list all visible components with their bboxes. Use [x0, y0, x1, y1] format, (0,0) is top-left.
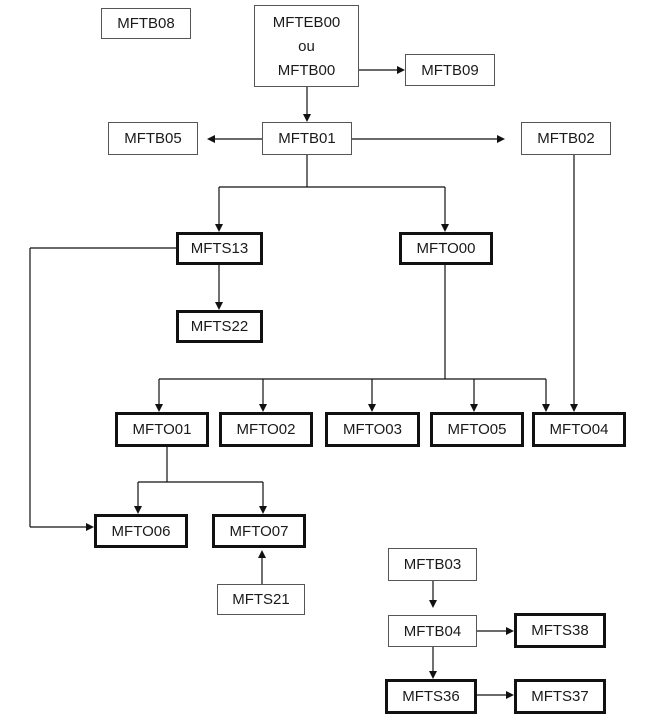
node-mfts22: MFTS22 [176, 310, 263, 343]
node-mfto02: MFTO02 [219, 412, 313, 447]
node-mfts21: MFTS21 [217, 584, 305, 615]
edge-mfteb00-mftb01 [303, 87, 311, 122]
node-mftb01: MFTB01 [262, 122, 352, 155]
edge-mfto01-branch [134, 447, 267, 514]
node-mfto03: MFTO03 [325, 412, 420, 447]
edge-mftb01-mftb05 [207, 135, 262, 143]
edge-mftb04-mfts36 [429, 647, 437, 679]
node-mfteb00-line1: MFTEB00 [272, 13, 341, 31]
node-mfts13: MFTS13 [176, 232, 263, 265]
node-mfto07: MFTO07 [212, 514, 306, 548]
node-mftb03: MFTB03 [388, 548, 477, 581]
edge-mfts13-mfts22 [215, 265, 223, 310]
edge-mfto00-branch [155, 265, 550, 412]
node-mfteb00-line3: MFTB00 [277, 61, 336, 79]
edge-mftb02-mfto04 [570, 155, 578, 412]
edge-mfteb00-mftb09 [359, 66, 405, 74]
edge-mftb01-mftb02 [352, 135, 505, 143]
edge-mfts21-mfto07 [258, 550, 266, 584]
edge-mfts36-mfts37 [477, 691, 514, 699]
node-mfto01: MFTO01 [115, 412, 209, 447]
node-mfto04: MFTO04 [532, 412, 626, 447]
edge-mftb01-branch [215, 155, 449, 232]
node-mfteb00: MFTEB00 ou MFTB00 [254, 5, 359, 87]
node-mftb02: MFTB02 [521, 122, 611, 155]
node-mfto05: MFTO05 [430, 412, 524, 447]
node-mfts37: MFTS37 [514, 679, 606, 714]
edge-mfts13-mfto06 [29, 247, 176, 531]
node-mftb05: MFTB05 [108, 122, 198, 155]
node-mfto06: MFTO06 [94, 514, 188, 548]
node-mfteb00-line2: ou [298, 37, 315, 55]
node-mfto00: MFTO00 [399, 232, 493, 265]
node-mfts36: MFTS36 [385, 679, 477, 714]
edge-mftb04-mfts38 [477, 627, 514, 635]
node-mftb09: MFTB09 [405, 54, 495, 86]
edge-mftb03-mftb04 [429, 581, 437, 608]
node-mftb04: MFTB04 [388, 615, 477, 647]
node-mftb08: MFTB08 [101, 8, 191, 39]
node-mfts38: MFTS38 [514, 613, 606, 648]
